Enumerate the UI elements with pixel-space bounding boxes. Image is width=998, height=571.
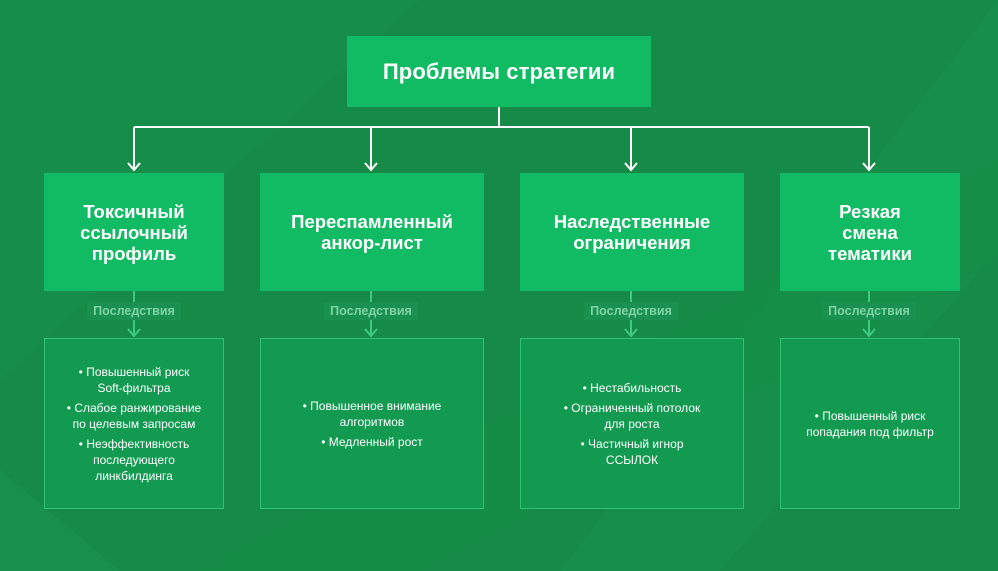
effects-box-anchor-list: • Повышенное внимание алгоритмов • Медле… — [260, 338, 484, 509]
effect-item: • Нестабильность — [582, 380, 682, 395]
problem-box-inherited-limits: Наследственные ограничения — [520, 173, 744, 291]
problem-box-topic-change: Резкая смена тематики — [780, 173, 960, 291]
problem-title: Токсичный ссылочный профиль — [80, 200, 188, 264]
effect-item: • Медленный рост — [321, 434, 423, 449]
effect-item: • Повышенный риск Soft-фильтра — [78, 364, 190, 395]
effect-item: • Повышенный риск попадания под фильтр — [806, 408, 934, 439]
effect-item: • Неэффективность последующего линкбилди… — [78, 436, 190, 483]
consequence-label: Последствия — [584, 302, 678, 320]
effect-item: • Частичный игнор ССЫЛОК — [580, 436, 684, 467]
problem-box-toxic-profile: Токсичный ссылочный профиль — [44, 173, 224, 291]
consequence-label: Последствия — [822, 302, 916, 320]
effects-box-topic-change: • Повышенный риск попадания под фильтр — [780, 338, 960, 509]
root-node: Проблемы стратегии — [347, 36, 651, 107]
problem-box-anchor-list: Переспамленный анкор-лист — [260, 173, 484, 291]
problem-title: Резкая смена тематики — [828, 200, 912, 264]
consequence-label: Последствия — [87, 302, 181, 320]
effects-box-toxic-profile: • Повышенный риск Soft-фильтра • Слабое … — [44, 338, 224, 509]
problem-title: Наследственные ограничения — [553, 211, 711, 253]
effect-item: • Повышенное внимание алгоритмов — [302, 398, 442, 429]
effects-box-inherited-limits: • Нестабильность • Ограниченный потолок … — [520, 338, 744, 509]
effect-item: • Слабое ранжирование по целевым запроса… — [66, 400, 202, 431]
consequence-label: Последствия — [324, 302, 418, 320]
effect-item: • Ограниченный потолок для роста — [563, 400, 701, 431]
problem-title: Переспамленный анкор-лист — [291, 211, 453, 253]
root-title: Проблемы стратегии — [382, 58, 616, 84]
